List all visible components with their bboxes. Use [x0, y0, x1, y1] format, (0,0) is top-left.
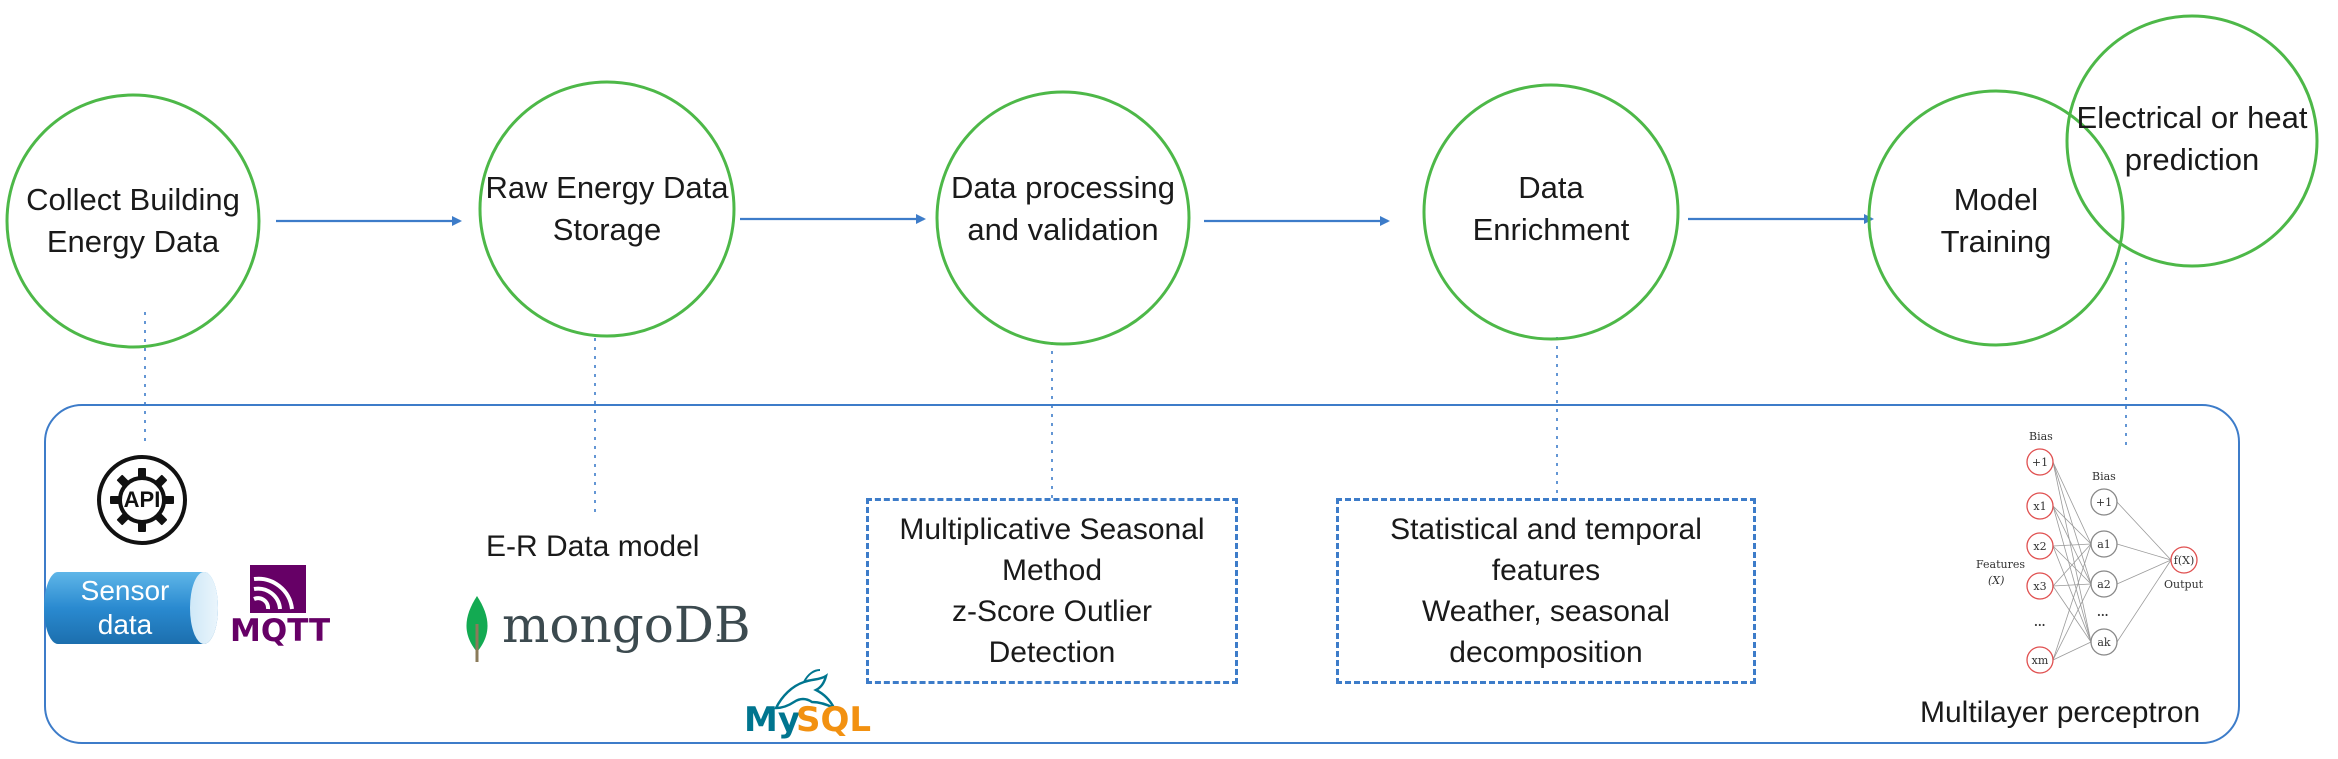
mlp-edge-in-4-0: [2052, 543, 2092, 661]
mlp-edge-in-0-2: [2052, 461, 2092, 643]
mlp-edge-in-3-0: [2052, 543, 2092, 587]
mlp-hidden-node-2: [2090, 570, 2118, 598]
mlp-edge-out-3: [2116, 559, 2172, 643]
mlp-features-symbol: (X): [1988, 574, 2004, 587]
mongodb-logo: mongoDB .: [460, 590, 751, 666]
mlp-caption: Multilayer perceptron: [1920, 696, 2201, 729]
mlp-input-node-0-label: +1: [2032, 456, 2048, 469]
mlp-hidden-node-0-label: +1: [2096, 496, 2112, 509]
mlp-edge-in-4-1: [2052, 583, 2092, 661]
api-gear-icon: API: [94, 452, 190, 548]
circle-enrichment: [1422, 83, 1680, 341]
mlp-edge-in-2-0: [2052, 543, 2092, 547]
mqtt-logo: MQTT: [228, 565, 331, 655]
mlp-edge-out-1: [2116, 543, 2172, 561]
api-icon-text: API: [123, 487, 161, 512]
sensor-stream-label: Sensor data streaming: [63, 575, 187, 674]
mqtt-logo-text: MQTT: [230, 613, 331, 649]
sensor-stream-icon: Sensor data streaming: [44, 570, 226, 674]
mlp-input-dots: ...: [2034, 616, 2046, 629]
circle-storage: [478, 80, 736, 338]
mlp-hidden-node-3: [2090, 628, 2118, 656]
mlp-edge-in-3-1: [2052, 583, 2092, 587]
step-training-label: Model Training: [1940, 182, 2052, 259]
mongodb-logo-text: mongoDB: [502, 596, 751, 654]
mysql-logo-my: My: [744, 700, 800, 740]
er-model-label: E-R Data model: [486, 530, 700, 563]
mlp-hidden-node-0: [2090, 488, 2118, 516]
details-panel: [44, 404, 2240, 744]
mlp-output-node: [2170, 546, 2198, 574]
mlp-input-node-1: [2026, 492, 2054, 520]
circle-training: [1867, 89, 2125, 347]
mlp-hidden-node-1: [2090, 530, 2118, 558]
mlp-edge-out-0: [2116, 501, 2172, 561]
mongodb-leaf-icon: [466, 596, 488, 662]
circle-output: [2065, 14, 2319, 268]
mysql-dolphin-icon: [773, 669, 837, 711]
enrichment-features-box: Statistical and temporal features Weathe…: [1336, 498, 1756, 684]
mlp-input-node-3-label: x3: [2033, 580, 2046, 593]
mlp-diagram: +1 x1 x2 x3 xm +1 a1 a2 ak f(X) Bias Bias Feature…: [1966, 428, 2206, 680]
mlp-input-node-0: [2026, 448, 2054, 476]
output-label: Electrical or heat prediction: [2076, 100, 2308, 177]
mlp-features-label: Features: [1976, 558, 2025, 571]
circle-processing: [935, 90, 1191, 346]
mysql-logo-sql: SQL: [796, 700, 872, 740]
mlp-input-node-2-label: x2: [2033, 540, 2046, 553]
mlp-hidden-node-3-label: ak: [2097, 636, 2111, 649]
step-storage-label: Raw Energy Data Storage: [485, 170, 729, 247]
mlp-output-node-label: f(X): [2174, 554, 2195, 567]
mlp-hidden-node-2-label: a2: [2097, 578, 2111, 591]
mlp-hidden-node-1-label: a1: [2097, 538, 2111, 551]
mlp-output-label: Output: [2164, 578, 2204, 591]
mlp-bias-hidden-label: Bias: [2092, 470, 2116, 483]
mlp-edge-in-4-2: [2052, 641, 2092, 661]
mlp-edge-in-1-0: [2052, 505, 2092, 545]
step-enrichment-label: Data Enrichment: [1472, 170, 1630, 247]
mlp-edge-in-0-1: [2052, 461, 2092, 585]
mlp-input-node-4: [2026, 646, 2054, 674]
mlp-input-node-4-label: xm: [2032, 654, 2049, 667]
mlp-input-node-1-label: x1: [2033, 500, 2046, 513]
processing-methods-box: Multiplicative Seasonal Method z-Score O…: [866, 498, 1238, 684]
mlp-bias-input-label: Bias: [2029, 430, 2053, 443]
mlp-edge-in-1-2: [2052, 505, 2092, 643]
mlp-edge-in-3-2: [2052, 585, 2092, 643]
mlp-input-node-2: [2026, 532, 2054, 560]
mlp-input-node-3: [2026, 572, 2054, 600]
step-collect-label: Collect Building Energy Data: [26, 182, 240, 259]
mlp-edge-out-2: [2116, 559, 2172, 585]
mlp-hidden-dots: ...: [2097, 606, 2109, 619]
mongodb-trademark: .: [716, 620, 722, 640]
mlp-edge-in-2-2: [2052, 545, 2092, 643]
mysql-logo: My SQL: [740, 668, 880, 740]
mlp-edge-in-0-0: [2052, 461, 2092, 545]
circle-collect: [5, 93, 261, 349]
step-processing-label: Data processing and validation: [950, 170, 1175, 247]
